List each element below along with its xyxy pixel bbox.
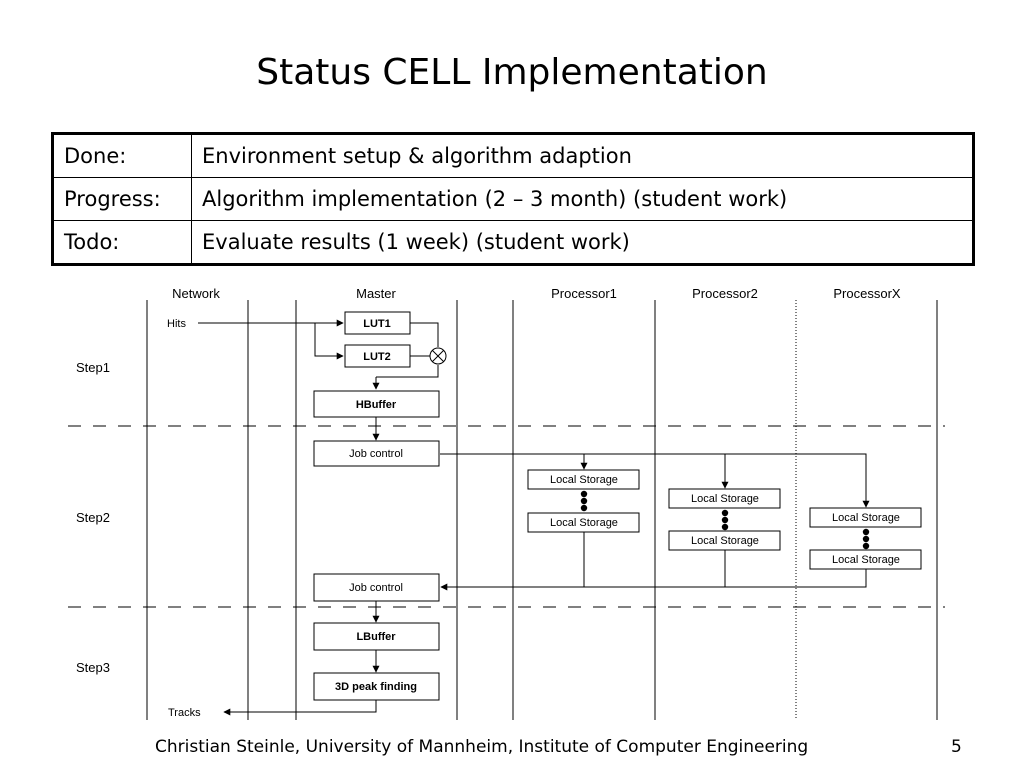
lane-lines bbox=[146, 300, 938, 720]
peak-finding-label: 3D peak finding bbox=[335, 681, 417, 693]
lut1-box bbox=[344, 311, 411, 335]
lane-header-network: Network bbox=[172, 286, 220, 301]
lut1-to-multiplier-line bbox=[410, 322, 439, 347]
local-storage-label: Local Storage bbox=[691, 493, 759, 505]
page-title: Status CELL Implementation bbox=[256, 52, 768, 93]
step-label-1: Step1 bbox=[76, 360, 110, 375]
lut1-label: LUT1 bbox=[363, 318, 391, 330]
ellipsis-dot bbox=[862, 528, 870, 536]
hits-label: Hits bbox=[167, 318, 186, 330]
lut2-label: LUT2 bbox=[363, 351, 391, 363]
status-row-progress: Progress: Algorithm implementation (2 – … bbox=[52, 177, 974, 221]
lane-header-processor1: Processor1 bbox=[551, 286, 617, 301]
local-storage-label: Local Storage bbox=[550, 517, 618, 529]
lane-header-processorx: ProcessorX bbox=[833, 286, 901, 301]
local-storage-box bbox=[809, 549, 922, 570]
local-storage-label: Local Storage bbox=[832, 554, 900, 566]
multiplier-to-hbuffer-line bbox=[376, 365, 439, 378]
lbuffer-box bbox=[313, 622, 440, 651]
status-value: Algorithm implementation (2 – 3 month) (… bbox=[191, 177, 974, 221]
page-number: 5 bbox=[951, 737, 962, 757]
job-control-in-box bbox=[313, 573, 440, 602]
local-storage-label: Local Storage bbox=[832, 512, 900, 524]
multiplier-icon bbox=[429, 347, 447, 365]
ellipsis-dot bbox=[862, 542, 870, 550]
tracks-arrow bbox=[223, 700, 377, 716]
local-storage-box bbox=[527, 512, 640, 533]
local-storage-box bbox=[809, 507, 922, 528]
step-separators bbox=[68, 425, 945, 608]
job-control-out-label: Job control bbox=[349, 448, 403, 460]
lut2-box bbox=[344, 344, 411, 368]
ellipsis-dot bbox=[721, 509, 729, 517]
pipeline-diagram: Network Master Processor1 Processor2 Pro… bbox=[68, 286, 945, 720]
status-label: Todo: bbox=[52, 220, 192, 265]
lane-header-master: Master bbox=[356, 286, 396, 301]
local-storage-box bbox=[668, 488, 781, 509]
tracks-label: Tracks bbox=[168, 707, 201, 719]
ellipsis-dot bbox=[580, 504, 588, 512]
status-value: Environment setup & algorithm adaption bbox=[191, 133, 974, 178]
local-storage-box bbox=[668, 530, 781, 551]
ellipsis-dot bbox=[862, 535, 870, 543]
job-control-out-box bbox=[313, 440, 440, 467]
footer-text: Christian Steinle, University of Mannhei… bbox=[155, 737, 809, 757]
hbuffer-label: HBuffer bbox=[356, 399, 397, 411]
local-storage-label: Local Storage bbox=[550, 474, 618, 486]
status-row-todo: Todo: Evaluate results (1 week) (student… bbox=[52, 220, 974, 265]
ellipsis-dots bbox=[580, 490, 870, 550]
ellipsis-dot bbox=[721, 523, 729, 531]
job-control-in-label: Job control bbox=[349, 582, 403, 594]
lane-header-processor2: Processor2 bbox=[692, 286, 758, 301]
step-label-3: Step3 bbox=[76, 660, 110, 675]
ellipsis-dot bbox=[721, 516, 729, 524]
step-label-2: Step2 bbox=[76, 510, 110, 525]
job-distribution-line bbox=[440, 453, 867, 507]
ellipsis-dot bbox=[580, 497, 588, 505]
status-value: Evaluate results (1 week) (student work) bbox=[191, 220, 974, 265]
status-label: Done: bbox=[52, 133, 192, 178]
status-row-done: Done: Environment setup & algorithm adap… bbox=[52, 133, 974, 178]
status-table: Done: Environment setup & algorithm adap… bbox=[51, 132, 975, 266]
lbuffer-label: LBuffer bbox=[356, 631, 396, 643]
ellipsis-dot bbox=[580, 490, 588, 498]
status-label: Progress: bbox=[52, 177, 192, 221]
processorx-return-line bbox=[440, 569, 867, 591]
local-storage-box bbox=[527, 469, 640, 490]
local-storage-label: Local Storage bbox=[691, 535, 759, 547]
peak-finding-box bbox=[313, 672, 440, 701]
hbuffer-box bbox=[313, 390, 440, 418]
lut2-branch-arrow bbox=[314, 323, 344, 360]
